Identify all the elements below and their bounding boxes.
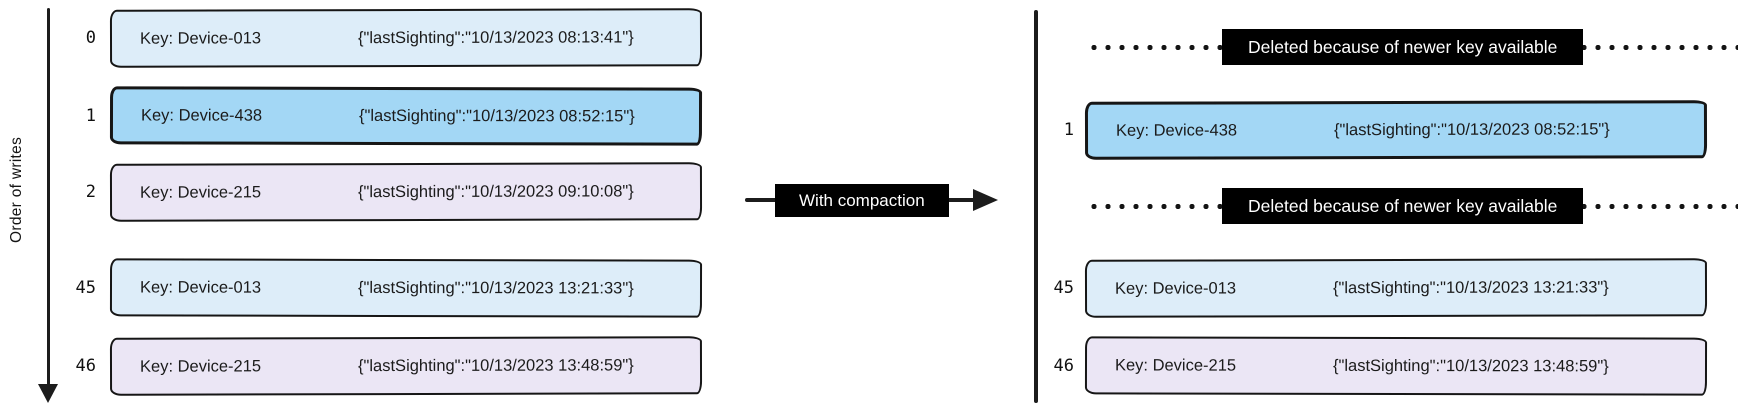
row-index-label: 45 [75,278,96,298]
row-index-label: 2 [85,182,96,202]
record-row: Key: Device-013 {"lastSighting":"10/13/20… [109,258,703,318]
record-row: Key: Device-438 {"lastSighting":"10/13/20… [109,86,703,146]
deleted-label-box: Deleted because of newer key available [1222,188,1584,224]
record-value-text: {"lastSighting":"10/13/2023 08:52:15"} [358,106,635,125]
record-key-text: Key: Device-215 [139,182,262,202]
record-value-text: {"lastSighting":"10/13/2023 13:21:33"} [1332,277,1609,297]
record-key-text: Key: Device-438 [1115,120,1238,140]
record-row: Key: Device-438 {"lastSighting":"10/13/20… [1084,100,1708,160]
record-key-text: Key: Device-438 [140,105,263,125]
record-key-text: Key: Device-013 [1114,278,1237,298]
record-value-text: {"lastSighting":"10/13/2023 13:48:59"} [1332,356,1609,375]
record-key-text: Key: Device-013 [139,28,262,48]
row-index-label: 1 [85,106,96,126]
record-row: Key: Device-215 {"lastSighting":"10/13/20… [1084,336,1708,396]
compaction-label-box: With compaction [775,184,949,217]
compacted-axis-line [1034,10,1038,403]
record-row: Key: Device-215 {"lastSighting":"10/13/20… [109,162,703,222]
record-value-text: {"lastSighting":"10/13/2023 09:10:08"} [357,181,634,201]
record-key-text: Key: Device-215 [1114,355,1237,375]
row-index-label: 0 [85,28,96,48]
record-value-text: {"lastSighting":"10/13/2023 13:21:33"} [357,278,634,297]
record-row: Key: Device-215 {"lastSighting":"10/13/20… [109,336,703,396]
row-index-label: 1 [1063,120,1074,140]
compaction-arrow-head-icon [973,189,998,211]
record-row: Key: Device-013 {"lastSighting":"10/13/20… [109,8,703,68]
order-axis-label: Order of writes [8,136,25,244]
record-value-text: {"lastSighting":"10/13/2023 08:13:41"} [357,27,634,47]
order-axis-line [46,8,50,385]
record-row: Key: Device-013 {"lastSighting":"10/13/20… [1084,258,1708,318]
row-index-label: 45 [1053,278,1074,298]
record-key-text: Key: Device-013 [139,277,262,297]
record-value-text: {"lastSighting":"10/13/2023 08:52:15"} [1333,119,1610,139]
deleted-label-box: Deleted because of newer key available [1222,29,1584,65]
order-axis-arrowhead-icon [38,384,58,403]
record-value-text: {"lastSighting":"10/13/2023 13:48:59"} [357,355,634,375]
row-index-label: 46 [1053,356,1074,376]
record-key-text: Key: Device-215 [139,356,262,376]
row-index-label: 46 [75,356,96,376]
